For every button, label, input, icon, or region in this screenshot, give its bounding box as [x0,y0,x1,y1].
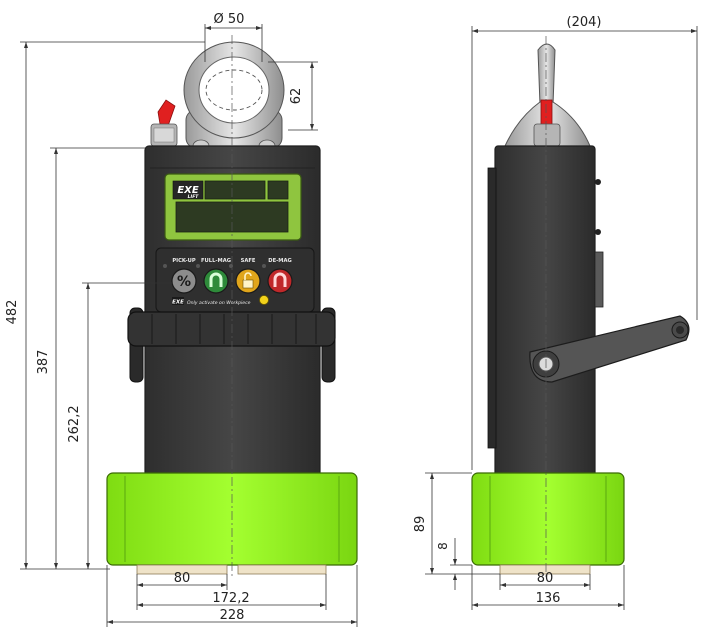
dim-side-foot-width: 80 [537,571,554,586]
lock-icon [242,279,254,289]
magnet-icon [209,272,223,287]
pickup-symbol: % [177,274,191,290]
dim-body-height: 387 [36,350,51,375]
dim-total-height: 482 [5,300,20,325]
side-lifting-eye [504,43,591,147]
dim-pole-span: 172,2 [212,591,249,606]
dim-ring-height: 62 [289,88,304,105]
magnet-off-icon [273,272,287,287]
pole-shoe-right [237,564,327,575]
display-panel: EXE LIFT [164,173,302,241]
dim-ring-diameter: Ø 50 [214,12,245,27]
side-base [471,472,625,566]
logo-sub: LIFT [188,194,200,200]
logo-main: EXE [177,185,199,196]
panel-note: Only activate on Workpiece [187,300,251,306]
button-panel: PICK-UP FULL-MAG SAFE DE-MAG % EXE Only … [155,247,315,313]
dim-total-depth: (204) [567,15,602,30]
side-view [471,36,690,578]
pole-shoe-left [136,564,228,575]
front-dimensions: Ø 50 62 482 387 262,2 80 [5,12,358,627]
note-logo: EXE [172,300,184,306]
button-label-demag: DE-MAG [268,258,291,264]
side-lever-arm [529,315,690,383]
dim-foot-width: 80 [174,571,191,586]
pickup-button[interactable] [171,268,197,294]
dim-handle-height: 262,2 [67,405,82,442]
dim-base-depth: 136 [536,591,561,606]
front-view: EXE LIFT PICK-UP FULL-MAG SAFE DE-MAG % [106,35,358,578]
dim-pole-height: 8 [436,542,450,550]
dim-foot-height: 89 [413,516,428,533]
side-body [494,145,596,477]
handle-bar [127,307,336,383]
side-dimensions: (204) 89 8 80 136 [413,15,698,610]
indicator-lamp [259,295,269,305]
side-pole-shoe [499,564,591,575]
lifting-eye [183,41,285,153]
button-label-safe: SAFE [241,258,256,264]
dim-total-width: 228 [220,608,245,623]
red-lever [150,99,178,147]
button-label-fullmag: FULL-MAG [201,258,231,264]
button-label-pickup: PICK-UP [172,258,195,264]
